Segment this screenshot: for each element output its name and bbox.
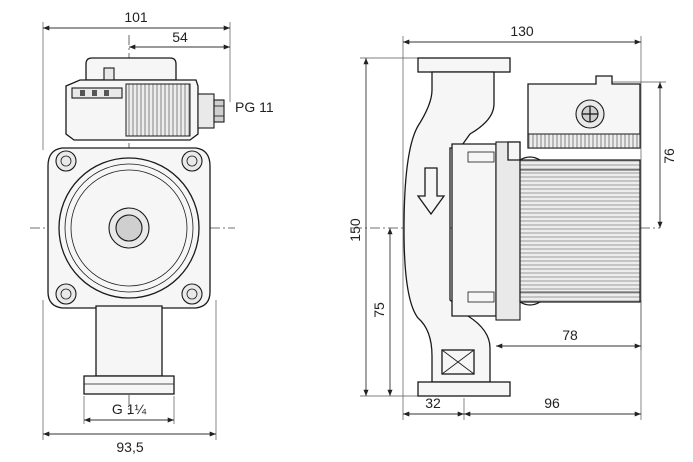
dim-label-thread: G 1¼ — [112, 401, 147, 417]
dim-label-75: 75 — [371, 302, 387, 318]
dim-label-96: 96 — [544, 395, 560, 411]
label-cable-gland: PG 11 — [235, 99, 274, 115]
flow-arrow-icon — [416, 167, 446, 216]
cable-gland — [197, 93, 225, 129]
side-view: 130 150 75 76 — [347, 23, 677, 420]
pump-body-side — [403, 57, 641, 397]
dim-label-78: 78 — [562, 327, 578, 343]
dim-label-150: 150 — [347, 218, 363, 242]
dim-label-130: 130 — [510, 23, 534, 39]
dim-label-101: 101 — [124, 9, 148, 25]
front-view: 101 54 PG 11 — [30, 9, 274, 455]
pump-pipe-front — [83, 305, 175, 395]
dim-label-93-5: 93,5 — [116, 439, 143, 455]
dim-label-76: 76 — [661, 148, 677, 164]
dim-label-54: 54 — [172, 29, 188, 45]
dim-label-32: 32 — [425, 395, 441, 411]
terminal-box — [65, 57, 199, 141]
pump-housing-front — [47, 147, 211, 309]
